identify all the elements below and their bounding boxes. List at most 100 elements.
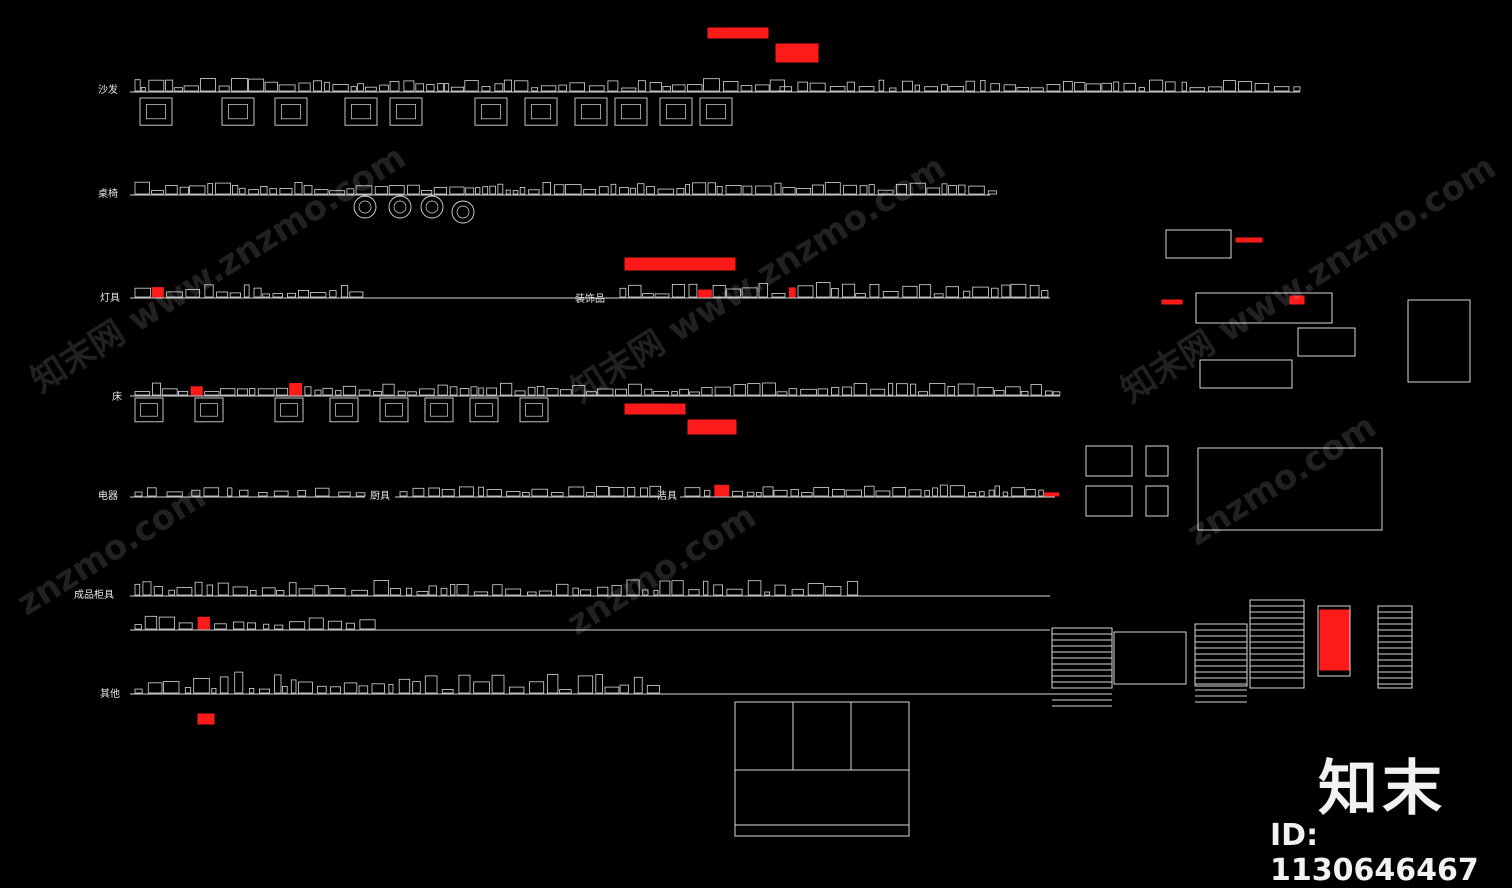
lamp-row-block-4 bbox=[204, 284, 214, 298]
lamp-row-block-14 bbox=[329, 290, 337, 298]
other-row-block-27 bbox=[508, 686, 525, 694]
lamp-row-block-1 bbox=[151, 287, 164, 298]
bath-row-block-27 bbox=[1025, 489, 1036, 497]
bed-row-block-51 bbox=[788, 388, 798, 396]
lamp-row-block-11 bbox=[286, 292, 296, 298]
table-row-block-48 bbox=[707, 182, 716, 195]
sofa-row-right-block-15 bbox=[990, 83, 1000, 92]
sofa-row-right-block-0 bbox=[779, 86, 793, 92]
cabinet-row-2-block-13 bbox=[345, 622, 355, 630]
sofa-plan-10 bbox=[699, 97, 733, 126]
bed-row-block-49 bbox=[762, 382, 776, 396]
bed-row-block-50 bbox=[776, 391, 788, 396]
cabinet-row-1-block-45 bbox=[764, 591, 770, 596]
kitchen-row-block-4 bbox=[458, 486, 474, 497]
bath-row-block-7 bbox=[773, 489, 788, 497]
sofa-row-block-29 bbox=[494, 83, 504, 92]
decor-row-block-21 bbox=[919, 284, 932, 298]
decor-row-block-4 bbox=[671, 283, 685, 298]
sofa-row-block-7 bbox=[218, 85, 230, 92]
table-row-block-35 bbox=[554, 184, 565, 195]
bed-row-block-27 bbox=[478, 387, 484, 396]
bed-row-block-41 bbox=[652, 391, 669, 396]
round-table-inner-2 bbox=[425, 200, 439, 214]
other-row-block-25 bbox=[473, 681, 490, 694]
lamp-row-block-12 bbox=[297, 289, 309, 298]
cabinet-row-1-block-50 bbox=[846, 581, 859, 596]
bed-row-block-60 bbox=[910, 383, 917, 396]
bath-row-block-16 bbox=[908, 489, 922, 497]
bed-row-block-59 bbox=[896, 383, 908, 396]
table-row-block-28 bbox=[489, 185, 496, 195]
sofa-row-block-41 bbox=[662, 86, 671, 92]
cabinet-row-1-block-48 bbox=[807, 583, 824, 596]
label-finished-cabinet: 成品柜具 bbox=[74, 590, 114, 601]
cabinet-row-1-block-22 bbox=[440, 587, 448, 596]
label-sofa: 沙发 bbox=[98, 85, 118, 96]
table-row-block-42 bbox=[637, 183, 645, 195]
bed-row-block-3 bbox=[177, 390, 189, 396]
red-cluster-0 bbox=[707, 27, 769, 39]
bed-row-block-24 bbox=[449, 386, 458, 396]
sofa-row-right-block-6 bbox=[878, 79, 885, 92]
bed-plan-inner-3 bbox=[335, 403, 353, 417]
appliance-row-block-3 bbox=[191, 489, 201, 497]
other-row-block-11 bbox=[282, 686, 288, 694]
sofa-plan-9 bbox=[659, 97, 693, 126]
round-table-inner-0 bbox=[358, 200, 372, 214]
bed-plan-inner-5 bbox=[430, 403, 448, 417]
bed-row-block-61 bbox=[918, 391, 928, 396]
table-row-block-40 bbox=[619, 187, 630, 195]
sofa-row-right-block-35 bbox=[1274, 86, 1290, 92]
sofa-row-block-22 bbox=[415, 83, 424, 92]
other-row-block-35 bbox=[633, 676, 643, 694]
label-bath: 洁具 bbox=[657, 491, 677, 502]
kitchen-row-block-8 bbox=[522, 492, 530, 497]
cabinet-row-1-block-4 bbox=[176, 587, 193, 596]
bed-row-block-34 bbox=[560, 389, 572, 396]
sofa-row-block-10 bbox=[264, 81, 278, 92]
table-row-block-52 bbox=[755, 185, 772, 195]
cabinet-row-1-block-2 bbox=[153, 586, 163, 596]
appliance-row-block-2 bbox=[166, 491, 183, 497]
appliance-row-block-0 bbox=[134, 491, 143, 497]
bath-row-block-13 bbox=[864, 485, 875, 497]
cabinet-row-1-block-42 bbox=[713, 584, 724, 596]
lamp-row-block-0 bbox=[134, 287, 151, 298]
round-table-0 bbox=[353, 195, 377, 219]
cabinet-row-1-block-13 bbox=[298, 588, 314, 596]
sofa-plan-inner-8 bbox=[621, 104, 641, 120]
other-row-block-9 bbox=[258, 688, 270, 694]
kitchen-row-block-10 bbox=[551, 492, 564, 497]
kitchen-row-block-0 bbox=[399, 491, 408, 497]
kitchen-row-block-12 bbox=[586, 492, 595, 497]
sofa-row-right-block-28 bbox=[1165, 81, 1176, 92]
other-row-block-6 bbox=[219, 676, 229, 694]
sheet-frame-3 bbox=[1199, 359, 1293, 389]
sofa-row-right-block-24 bbox=[1113, 81, 1120, 92]
decor-row-block-30 bbox=[1041, 290, 1049, 298]
table-row-block-4 bbox=[189, 185, 206, 195]
cabinet-row-1-block-27 bbox=[505, 588, 522, 596]
sofa-row-block-46 bbox=[740, 85, 753, 92]
other-row-block-19 bbox=[388, 684, 394, 694]
bed-plan-1 bbox=[194, 397, 224, 423]
kitchen-row-block-7 bbox=[506, 490, 521, 497]
bed-row-block-0 bbox=[134, 391, 151, 396]
kitchen-row-block-11 bbox=[568, 486, 585, 497]
sofa-plan-4 bbox=[389, 97, 423, 126]
table-row-block-20 bbox=[388, 185, 405, 195]
cabinet-row-1-block-34 bbox=[611, 585, 622, 596]
cabinet-row-1-block-30 bbox=[556, 583, 569, 596]
cabinet-row-1-block-44 bbox=[747, 580, 762, 596]
sofa-row-block-23 bbox=[426, 84, 435, 92]
sofa-row-right-block-13 bbox=[965, 80, 975, 92]
table-row-block-68 bbox=[968, 185, 985, 195]
bed-row-block-55 bbox=[842, 386, 853, 396]
other-row-block-29 bbox=[547, 674, 559, 694]
table-row-block-66 bbox=[948, 185, 957, 195]
table-row-block-39 bbox=[610, 183, 617, 195]
sheet-frame-1 bbox=[1195, 292, 1333, 324]
cabinet-row-2-block-14 bbox=[359, 619, 376, 630]
bed-row-block-54 bbox=[831, 387, 840, 396]
